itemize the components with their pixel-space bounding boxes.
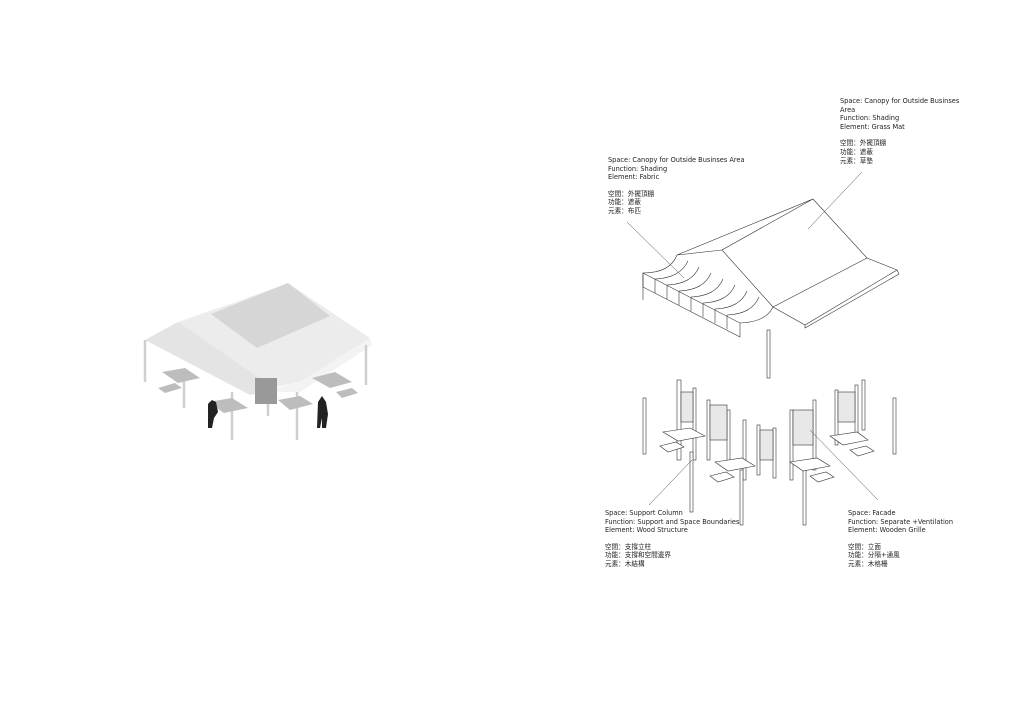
fabric-function-zh: 功能：遮蔽 <box>608 198 641 207</box>
standing-person <box>317 396 328 428</box>
seated-person <box>208 400 218 428</box>
facade-space-zh: 空間：立面 <box>848 542 881 551</box>
fabric-element-en: Element: Fabric <box>608 173 660 182</box>
column-space-zh: 空間：支撐立柱 <box>605 542 652 551</box>
roof-space-en-cont: Area <box>840 105 856 114</box>
exploded-roof <box>642 198 900 338</box>
roof-space-zh: 空間：外擺頂棚 <box>840 139 887 148</box>
roof-function-zh: 功能：遮蔽 <box>840 147 873 156</box>
fabric-function-en: Function: Shading <box>608 164 668 173</box>
column-element-zh: 元素：木結構 <box>605 559 645 568</box>
roof-element-en: Element: Grass Mat <box>840 122 905 131</box>
annotation-column: Space: Support Column Function: Support … <box>605 509 739 569</box>
column-element-en: Element: Wood Structure <box>605 526 688 535</box>
leader-lines <box>626 171 879 506</box>
pavilion-render <box>143 283 372 440</box>
facade-function-en: Function: Separate +Ventilation <box>848 517 954 526</box>
roof-space-en: Space: Canopy for Outside Businses <box>840 97 960 105</box>
column-space-en: Space: Support Column <box>605 509 683 517</box>
facade-space-en: Space: Facade <box>848 509 896 517</box>
facade-element-zh: 元素：木格柵 <box>848 559 888 568</box>
facade-function-zh: 功能：分隔+通風 <box>848 551 900 560</box>
fabric-element-zh: 元素：布匹 <box>608 206 641 215</box>
column-function-en: Function: Support and Space Boundaries <box>605 517 740 526</box>
exploded-structure <box>642 329 897 526</box>
fabric-space-en: Space: Canopy for Outside Businses Area <box>608 156 745 164</box>
annotation-facade: Space: Facade Function: Separate +Ventil… <box>848 509 953 569</box>
roof-function-en: Function: Shading <box>840 114 900 123</box>
annotation-roof: Space: Canopy for Outside Businses Area … <box>840 97 959 165</box>
annotation-fabric: Space: Canopy for Outside Businses Area … <box>608 156 745 216</box>
column-function-zh: 功能：支撐和空間邊界 <box>605 551 671 560</box>
facade-element-en: Element: Wooden Grille <box>848 526 926 535</box>
fabric-space-zh: 空間：外擺頂棚 <box>608 189 655 198</box>
roof-element-zh: 元素：草墊 <box>840 156 873 165</box>
